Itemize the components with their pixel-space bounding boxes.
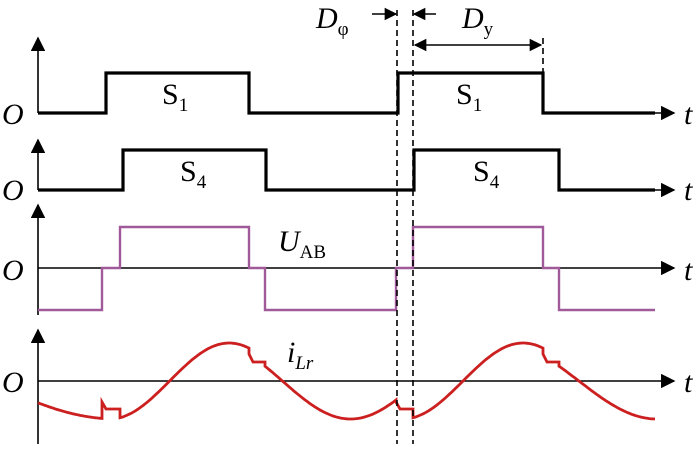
s4-label-first: S4: [180, 155, 207, 193]
uab-waveform: [38, 225, 655, 312]
ilr-current-waveform: [37, 341, 656, 421]
s4-time-label: t: [684, 174, 693, 207]
dy-label: Dy: [461, 2, 494, 40]
ilr-time-label: t: [684, 366, 693, 399]
uab-label: UAB: [278, 225, 326, 263]
uab-time-label: t: [684, 254, 693, 287]
s4-origin-label: O: [2, 174, 24, 207]
ilr-origin-label: O: [2, 366, 24, 399]
s1-origin-label: O: [2, 98, 24, 131]
s1-time-label: t: [684, 98, 693, 131]
s4-label-second: S4: [473, 155, 500, 193]
uab-origin-label: O: [2, 254, 24, 287]
s1-pulse-waveform: [38, 71, 655, 115]
s1-label-second: S1: [456, 78, 482, 116]
s4-pulse-waveform: [38, 148, 655, 192]
dphi-label: Dφ: [315, 2, 349, 40]
s1-label-first: S1: [162, 78, 188, 116]
ilr-label: iLr: [287, 336, 314, 374]
